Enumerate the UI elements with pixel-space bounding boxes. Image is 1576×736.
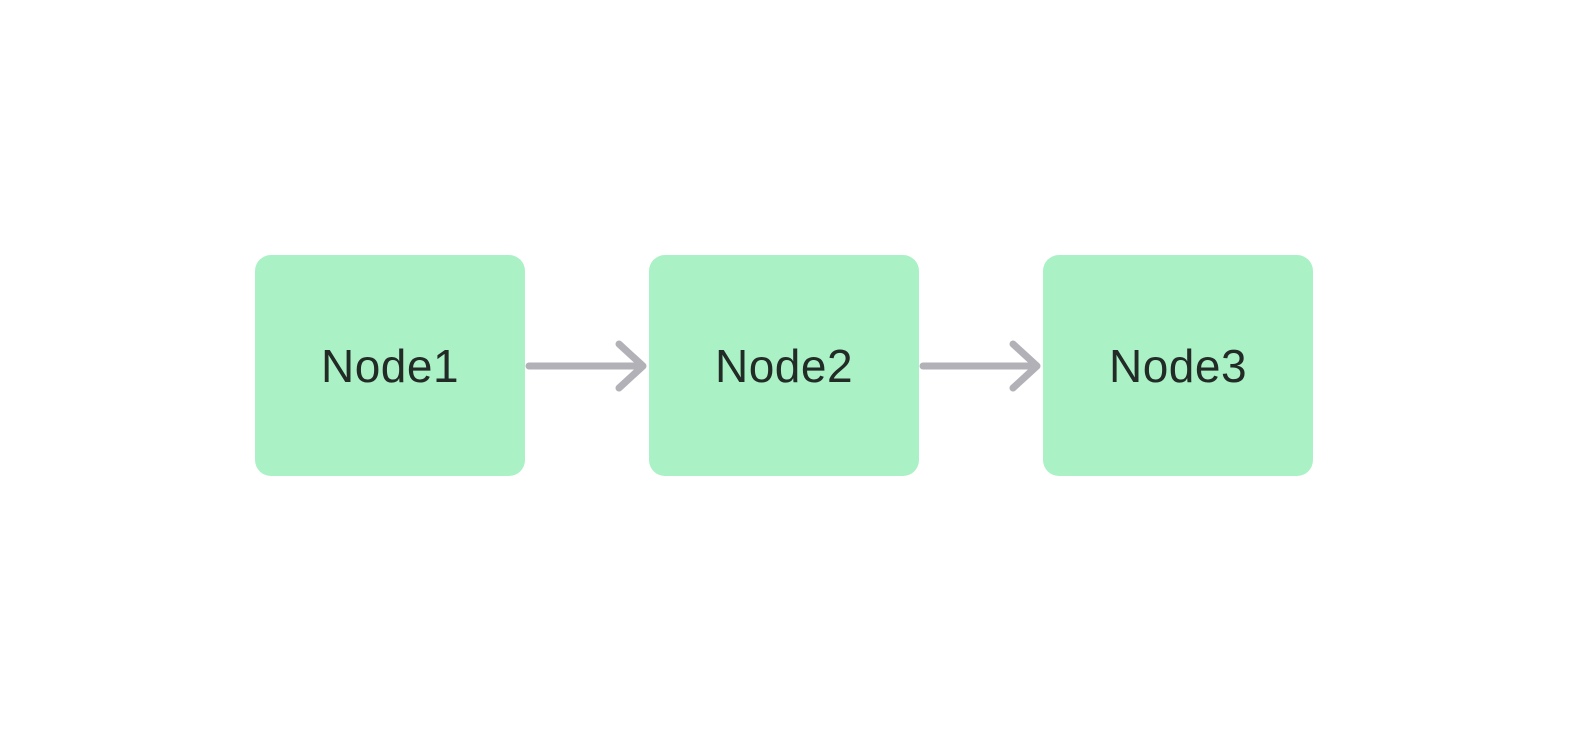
- node-label: Node2: [714, 339, 854, 392]
- flow-row: Node1 Node2 Node3: [255, 255, 1313, 476]
- node-node2[interactable]: Node2: [649, 255, 919, 476]
- node-label: Node1: [320, 339, 460, 392]
- node-node1[interactable]: Node1: [255, 255, 525, 476]
- node-node3[interactable]: Node3: [1043, 255, 1313, 476]
- right-arrow-icon: [525, 340, 647, 391]
- right-arrow-icon: [919, 340, 1041, 391]
- node-label: Node3: [1108, 339, 1248, 392]
